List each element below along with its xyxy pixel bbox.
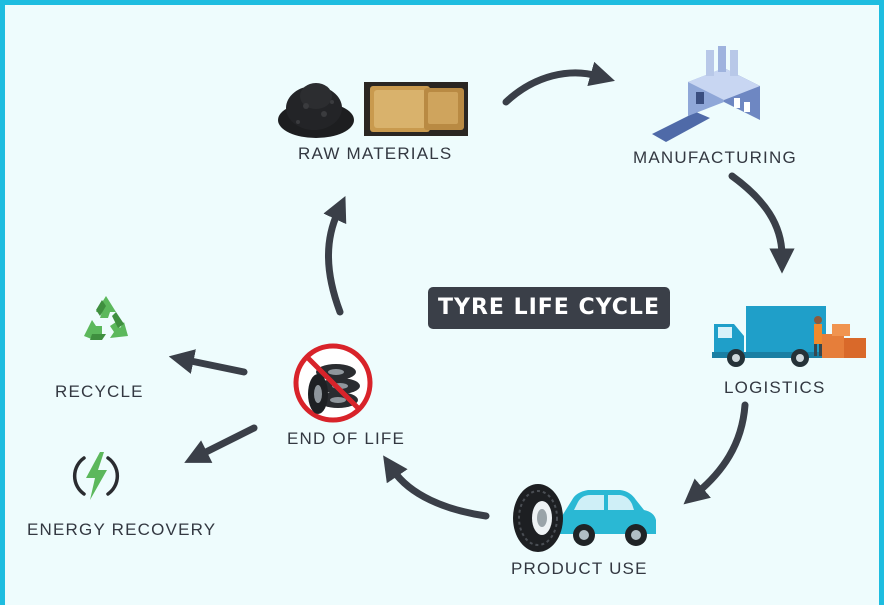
arrow-end-of-life-to-raw <box>323 195 347 316</box>
recycle-icon <box>84 296 128 340</box>
arrow-product-use-to-end-of-life <box>383 455 490 520</box>
arrow-end-of-life-to-energy <box>184 424 258 463</box>
no-tyres-icon <box>293 343 373 423</box>
arrow-manufacturing-to-logistics <box>728 172 795 274</box>
carbon-black-powder-icon <box>278 83 354 138</box>
stage-label-end-of-life: END OF LIFE <box>287 429 406 448</box>
diagram-title: TYRE LIFE CYCLE <box>428 287 670 329</box>
stage-label-manufacturing: MANUFACTURING <box>633 148 797 167</box>
arrow-raw-to-manufacturing <box>502 61 615 106</box>
stage-label-energy-recovery: ENERGY RECOVERY <box>27 520 217 539</box>
car-and-tyre-icon <box>513 484 656 552</box>
energy-bolt-icon <box>72 452 120 500</box>
factory-icon <box>652 46 760 142</box>
rubber-block-icon <box>364 82 468 136</box>
stage-label-logistics: LOGISTICS <box>724 378 826 397</box>
stage-label-product-use: PRODUCT USE <box>511 559 648 578</box>
delivery-truck-icon <box>712 306 866 367</box>
arrow-end-of-life-to-recycle <box>168 349 248 376</box>
arrow-logistics-to-product-use <box>683 401 749 505</box>
stage-label-raw-materials: RAW MATERIALS <box>298 144 453 163</box>
stage-label-recycle: RECYCLE <box>55 382 144 401</box>
